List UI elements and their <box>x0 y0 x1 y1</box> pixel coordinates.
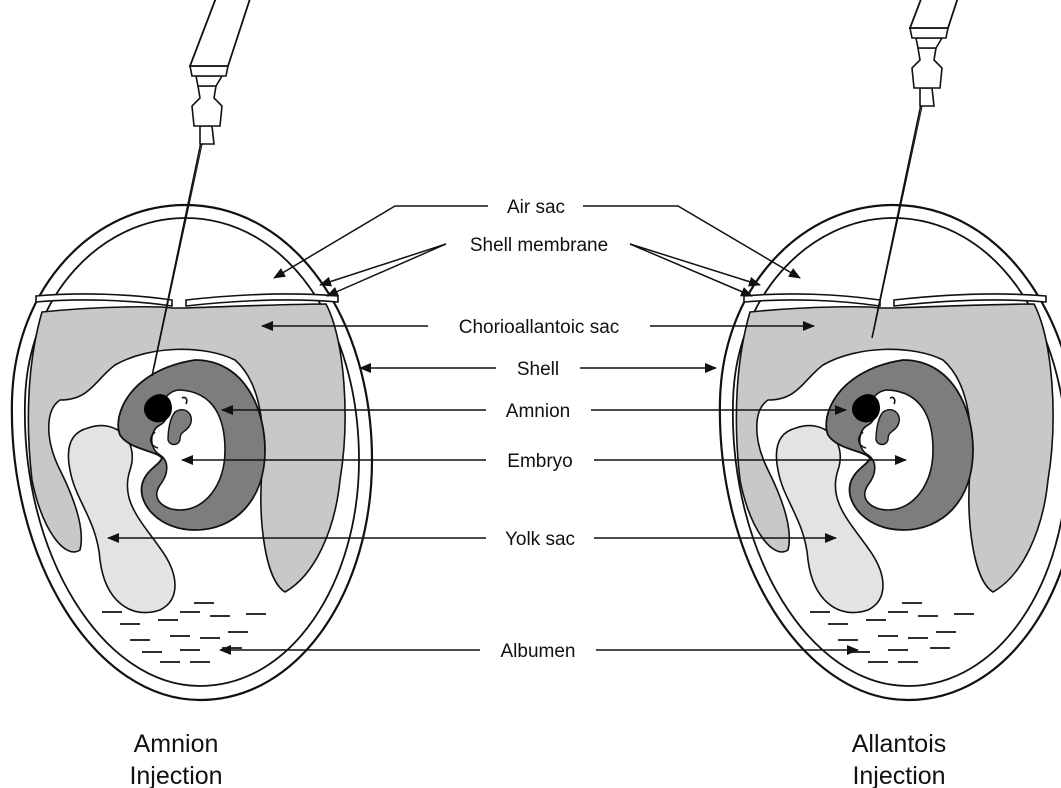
label-air-sac: Air sac <box>507 197 565 218</box>
label-shell-membrane: Shell membrane <box>470 235 608 256</box>
label-yolk-sac: Yolk sac <box>505 529 575 550</box>
caption-left-line1: Amnion <box>134 730 219 758</box>
label-embryo: Embryo <box>507 451 572 472</box>
caption-right-line1: Allantois <box>852 730 947 758</box>
caption-right-line2: Injection <box>852 762 945 788</box>
label-shell: Shell <box>517 359 559 380</box>
label-amnion: Amnion <box>506 401 570 422</box>
left-egg <box>12 205 372 700</box>
caption-left-line2: Injection <box>129 762 222 788</box>
label-albumen: Albumen <box>501 641 576 662</box>
captions: Amnion Injection Allantois Injection <box>129 730 946 788</box>
right-egg <box>720 205 1061 700</box>
labels: Air sac Shell membrane Chorioallantoic s… <box>459 197 620 662</box>
label-chorioallantoic-sac: Chorioallantoic sac <box>459 317 620 338</box>
